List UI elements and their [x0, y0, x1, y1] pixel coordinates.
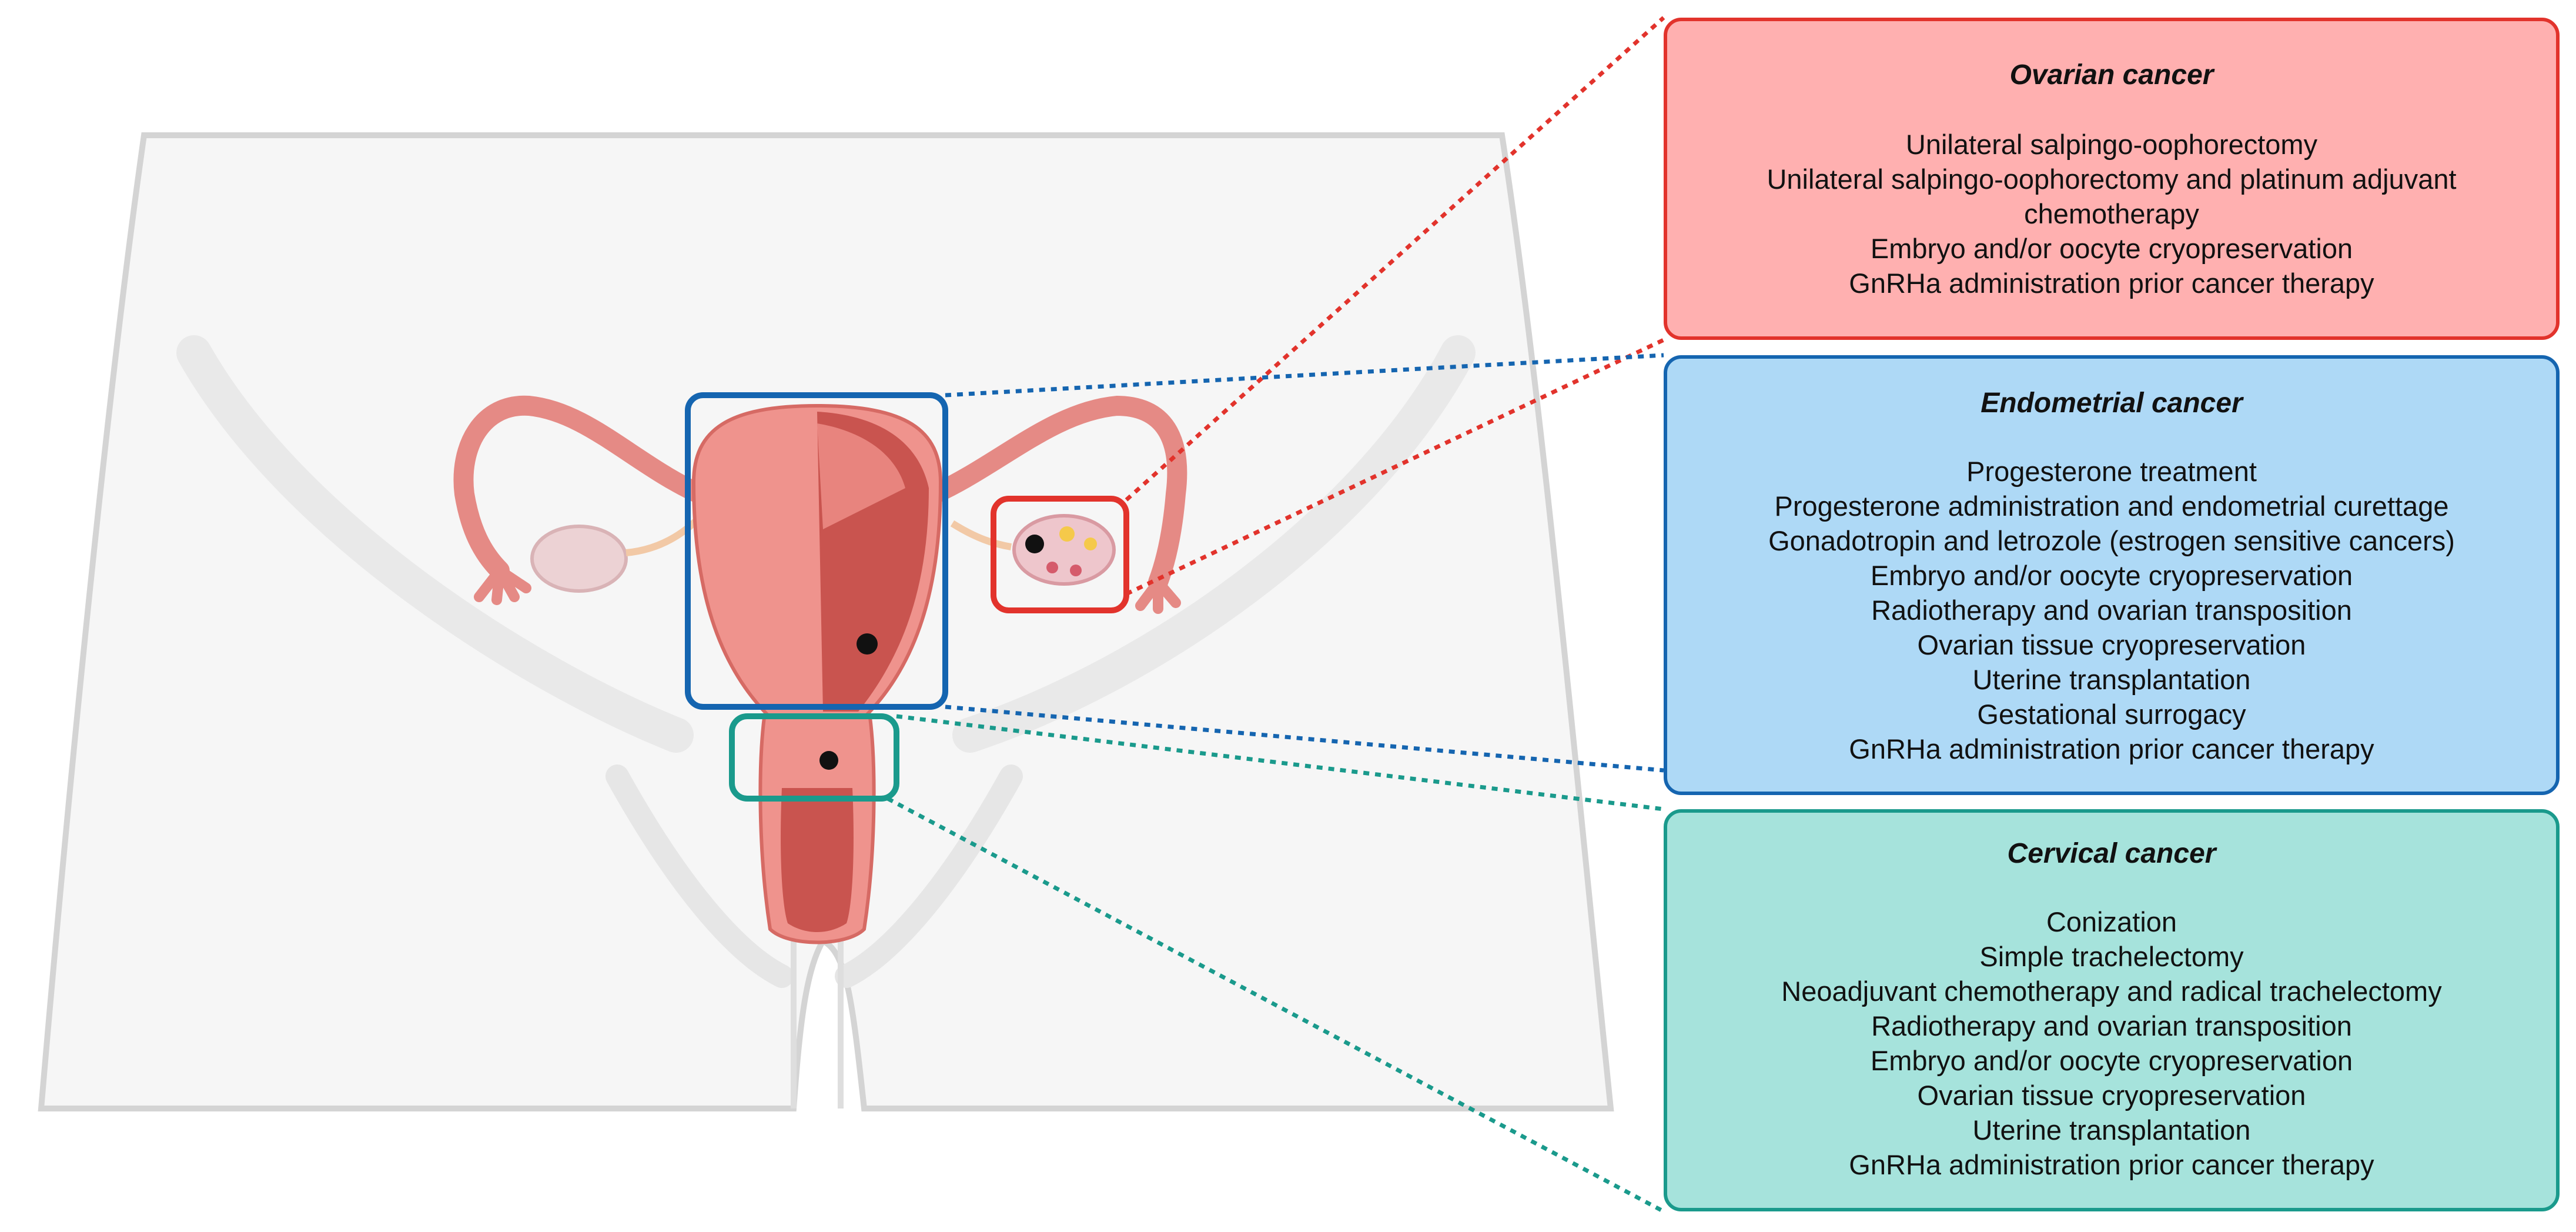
cervical-highlight-frame [729, 713, 899, 802]
ovarian-option: Unilateral salpingo-oophorectomy and pla… [1767, 163, 2457, 229]
ovarian-cancer-title: Ovarian cancer [2009, 59, 2214, 91]
ovarian-option: Unilateral salpingo-oophorectomy [1905, 129, 2318, 160]
endometrial-option: Uterine transplantation [1972, 664, 2251, 695]
cervical-option: Ovarian tissue cryopreservation [1917, 1080, 2306, 1111]
ovarian-option: GnRHa administration prior cancer therap… [1849, 268, 2374, 299]
cervical-connector-bottom [886, 796, 1665, 1214]
cervical-option: GnRHa administration prior cancer therap… [1849, 1149, 2374, 1180]
endometrial-tumor-icon [857, 633, 878, 655]
cervical-tumor-icon [819, 751, 838, 770]
endometrial-option: Gonadotropin and letrozole (estrogen sen… [1768, 525, 2455, 556]
endometrial-highlight-frame [685, 392, 948, 710]
cervical-cancer-title: Cervical cancer [2007, 838, 2216, 869]
cervical-option: Embryo and/or oocyte cryopreservation [1870, 1045, 2353, 1076]
endometrial-option: Radiotherapy and ovarian transposition [1871, 595, 2352, 626]
endometrial-cancer-box: Endometrial cancer Progesterone treatmen… [1664, 355, 2560, 795]
ovarian-cancer-box: Ovarian cancer Unilateral salpingo-oopho… [1664, 18, 2560, 340]
left-fallopian-tube [453, 395, 710, 580]
cervical-option: Simple trachelectomy [1979, 941, 2244, 972]
endometrial-option: Embryo and/or oocyte cryopreservation [1870, 560, 2353, 591]
endometrial-option: Gestational surrogacy [1977, 699, 2246, 730]
endometrial-cancer-title: Endometrial cancer [1980, 388, 2243, 419]
cervical-option: Conization [2046, 906, 2177, 937]
endometrial-option: Ovarian tissue cryopreservation [1917, 629, 2306, 660]
cervical-option: Neoadjuvant chemotherapy and radical tra… [1781, 976, 2442, 1007]
right-ovary [1012, 514, 1116, 586]
ovarian-connector-bottom [1125, 338, 1665, 596]
endometrial-option: Progesterone administration and endometr… [1774, 490, 2449, 522]
cervical-option: Uterine transplantation [1972, 1114, 2251, 1146]
cervical-option: Radiotherapy and ovarian transposition [1871, 1010, 2352, 1041]
left-ovary [530, 525, 628, 593]
endometrial-connector-bottom [945, 705, 1664, 773]
ovarian-option: Embryo and/or oocyte cryopreservation [1870, 233, 2353, 264]
ovarian-connector-top [1125, 16, 1665, 502]
endometrial-option: Progesterone treatment [1966, 456, 2257, 487]
endometrial-option: GnRHa administration prior cancer therap… [1849, 733, 2374, 764]
endometrial-connector-top [945, 353, 1664, 398]
right-fallopian-tube [925, 395, 1187, 592]
ovarian-highlight-frame [991, 496, 1129, 613]
ovarian-tumor-icon [1025, 535, 1044, 553]
cervical-cancer-box: Cervical cancer Conization Simple trache… [1664, 809, 2560, 1211]
